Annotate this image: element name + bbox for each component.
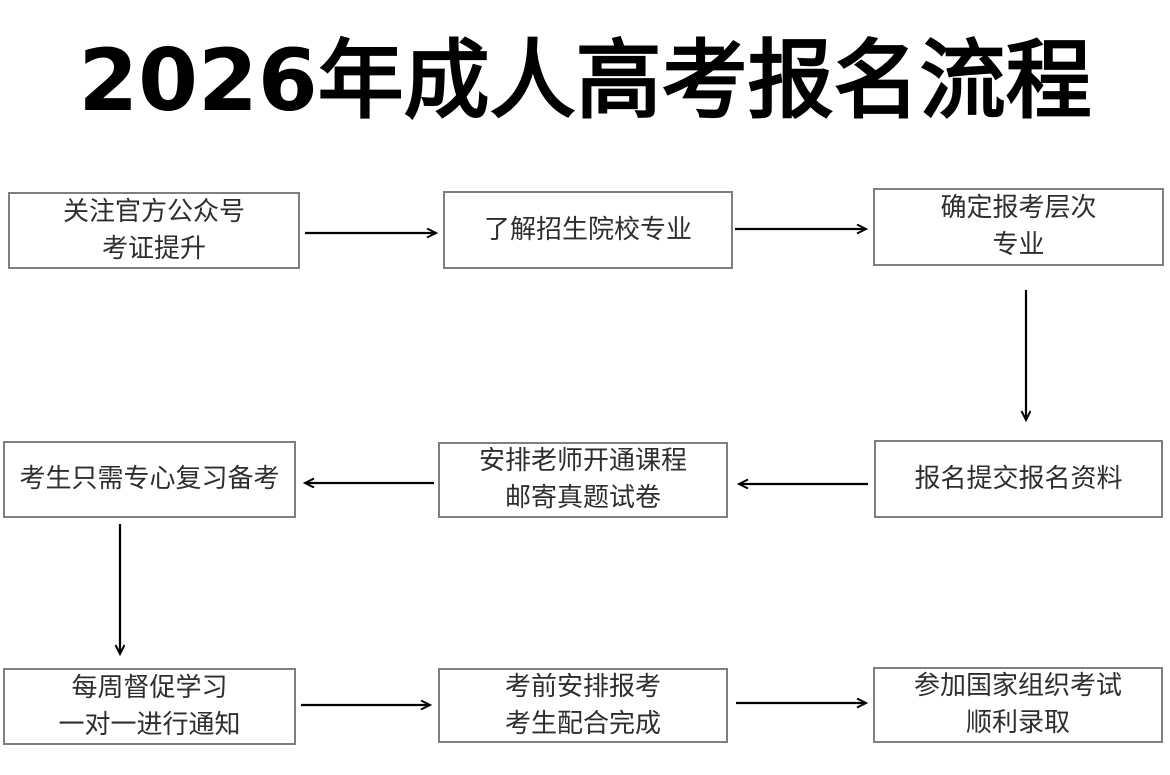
- flow-node-step9-line2: 顺利录取: [965, 708, 1070, 738]
- flow-node-step1: 关注官方公众号 考证提升: [8, 192, 300, 269]
- flow-node-step7-line1: 每周督促学习: [71, 672, 228, 703]
- flow-node-step4-line1: 报名提交报名资料: [914, 463, 1123, 494]
- flow-node-step8: 考前安排报考 考生配合完成: [438, 668, 728, 743]
- flow-node-step3-line2: 专业: [992, 230, 1045, 260]
- flow-node-step4: 报名提交报名资料: [874, 440, 1163, 518]
- flow-node-step1-line1: 关注官方公众号: [62, 196, 245, 227]
- flow-node-step5: 安排老师开通课程 邮寄真题试卷: [438, 442, 728, 518]
- flow-node-step5-line2: 邮寄真题试卷: [504, 483, 661, 513]
- flow-node-step5-line1: 安排老师开通课程: [478, 446, 687, 476]
- flow-node-step1-line2: 考证提升: [101, 233, 206, 264]
- flow-node-step9: 参加国家组织考试 顺利录取: [873, 667, 1163, 743]
- flow-node-step2-line1: 了解招生院校专业: [483, 214, 692, 245]
- flow-node-step7: 每周督促学习 一对一进行通知: [3, 668, 296, 745]
- flow-node-step6-line1: 考生只需专心复习备考: [19, 464, 280, 494]
- flow-node-step6: 考生只需专心复习备考: [3, 441, 296, 518]
- flow-node-step3: 确定报考层次 专业: [873, 188, 1164, 266]
- flow-node-step7-line2: 一对一进行通知: [58, 709, 241, 740]
- flow-node-step8-line2: 考生配合完成: [504, 708, 661, 739]
- flow-node-step3-line1: 确定报考层次: [940, 193, 1097, 223]
- flow-node-step2: 了解招生院校专业: [443, 191, 733, 269]
- page-title: 2026年成人高考报名流程: [78, 31, 1092, 131]
- flow-node-step9-line1: 参加国家组织考试: [913, 671, 1122, 701]
- flow-node-step8-line1: 考前安排报考: [504, 671, 661, 702]
